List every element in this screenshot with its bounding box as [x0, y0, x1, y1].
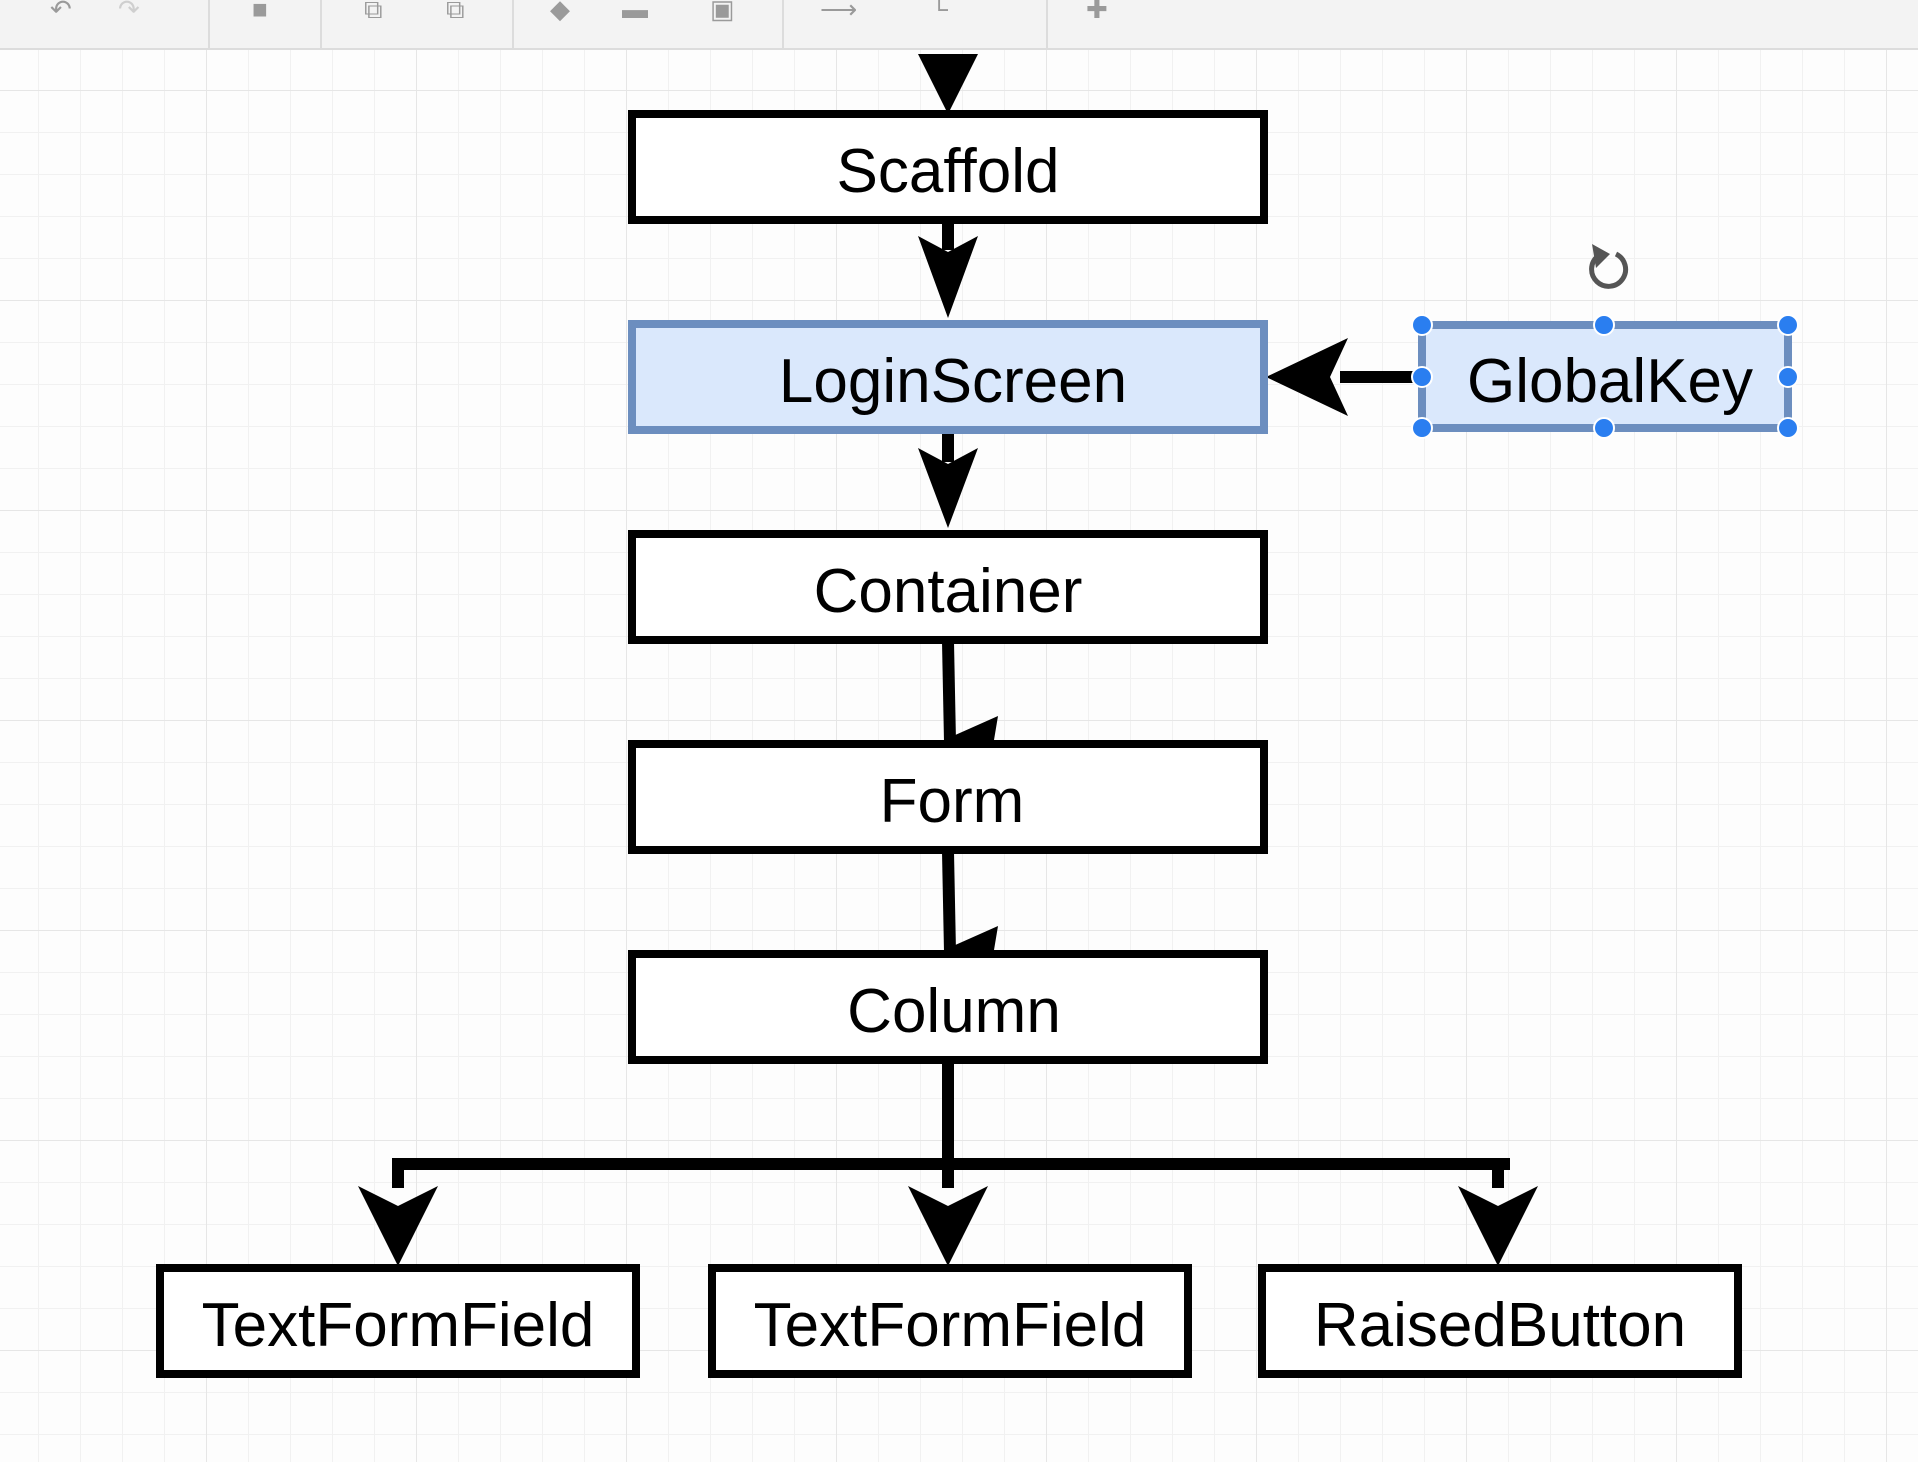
node-label: Container: [814, 557, 1083, 626]
resize-handle-left[interactable]: [1411, 366, 1433, 388]
node-text-form-field-2[interactable]: TextFormField: [708, 1264, 1192, 1378]
node-column[interactable]: Column: [628, 950, 1268, 1064]
pencil-line-icon[interactable]: ▬: [622, 0, 648, 22]
node-label: Form: [880, 767, 1025, 836]
to-back-icon[interactable]: ⧉: [446, 0, 465, 22]
node-box[interactable]: [628, 950, 1268, 1064]
edge-globalkey-loginscreen[interactable]: [1340, 371, 1420, 383]
node-login-screen[interactable]: LoginScreen: [628, 320, 1268, 434]
node-box[interactable]: [628, 740, 1268, 854]
resize-handle-top-right[interactable]: [1777, 314, 1799, 336]
edge-container-form-arrowhead: [944, 716, 998, 740]
node-box[interactable]: [708, 1264, 1192, 1378]
waypoints-icon[interactable]: └: [930, 0, 949, 22]
toolbar-divider: [1046, 0, 1048, 48]
toolbar-divider: [320, 0, 322, 48]
node-label: TextFormField: [202, 1291, 595, 1360]
redo-icon[interactable]: ↷: [118, 0, 140, 22]
edge-form-column-arrowhead: [944, 926, 998, 950]
edge-incoming-scaffold[interactable]: [918, 54, 978, 114]
node-box[interactable]: [1258, 1264, 1742, 1378]
resize-handle-bottom-left[interactable]: [1411, 417, 1433, 439]
node-box[interactable]: [156, 1264, 640, 1378]
node-label: Column: [847, 977, 1061, 1046]
node-label: GlobalKey: [1467, 347, 1753, 416]
shadow-icon[interactable]: ▣: [710, 0, 735, 22]
trash-icon[interactable]: ■: [252, 0, 268, 22]
node-box[interactable]: [628, 320, 1268, 434]
node-label: Scaffold: [837, 137, 1060, 206]
edge-form-column[interactable]: [942, 852, 956, 952]
to-front-icon[interactable]: ⧉: [364, 0, 383, 22]
edge-column-raisedbutton[interactable]: [1492, 1158, 1504, 1188]
resize-handle-bottom-right[interactable]: [1777, 417, 1799, 439]
node-text-form-field-1[interactable]: TextFormField: [156, 1264, 640, 1378]
paint-bucket-icon[interactable]: ◆: [550, 0, 570, 22]
node-box[interactable]: [628, 530, 1268, 644]
resize-handle-top-left[interactable]: [1411, 314, 1433, 336]
edge-column-textformfield-1[interactable]: [392, 1158, 404, 1188]
node-box[interactable]: [628, 110, 1268, 224]
toolbar-divider: [782, 0, 784, 48]
toolbar-divider: [208, 0, 210, 48]
edge-scaffold-loginscreen[interactable]: [942, 222, 954, 250]
toolbar: ↶ ↷ ■ ⧉ ⧉ ◆ ▬ ▣ ⟶ └ ✚: [0, 0, 1918, 50]
edge-globalkey-loginscreen-arrowhead: [1266, 338, 1348, 416]
edge-loginscreen-container-arrowhead: [918, 448, 978, 528]
resize-handle-top[interactable]: [1593, 314, 1615, 336]
edge-column-raisedbutton-arrowhead: [1458, 1186, 1538, 1266]
edge-column-trunk[interactable]: [942, 1060, 954, 1170]
edge-container-form[interactable]: [942, 642, 956, 742]
edge-column-textformfield-2[interactable]: [942, 1158, 954, 1188]
node-container[interactable]: Container: [628, 530, 1268, 644]
connection-arrow-icon[interactable]: ⟶: [820, 0, 858, 22]
plus-icon[interactable]: ✚: [1086, 0, 1108, 22]
selection-handles: [1411, 314, 1799, 439]
node-global-key[interactable]: GlobalKey: [1418, 321, 1792, 432]
edge-column-textformfield-2-arrowhead: [908, 1186, 988, 1266]
resize-handle-bottom[interactable]: [1593, 417, 1615, 439]
node-scaffold[interactable]: Scaffold: [628, 110, 1268, 224]
node-form[interactable]: Form: [628, 740, 1268, 854]
rotate-handle-icon[interactable]: [1589, 244, 1629, 289]
node-label: RaisedButton: [1314, 1291, 1686, 1360]
edge-loginscreen-container[interactable]: [942, 432, 954, 462]
node-raised-button[interactable]: RaisedButton: [1258, 1264, 1742, 1378]
undo-icon[interactable]: ↶: [50, 0, 72, 22]
edge-column-textformfield-1-arrowhead: [358, 1186, 438, 1266]
node-label: LoginScreen: [779, 347, 1127, 416]
resize-handle-right[interactable]: [1777, 366, 1799, 388]
edge-scaffold-loginscreen-arrowhead: [918, 236, 978, 318]
toolbar-divider: [512, 0, 514, 48]
node-label: TextFormField: [754, 1291, 1147, 1360]
